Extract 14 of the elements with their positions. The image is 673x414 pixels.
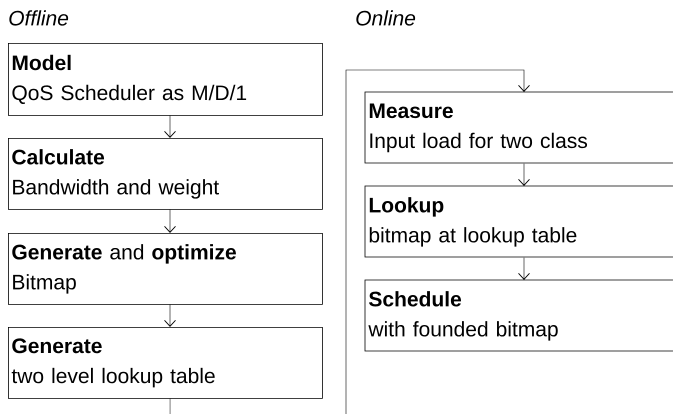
column-heading: Online [356,10,416,26]
arrow [518,258,530,280]
process-box: Calculate Bandwidth and weight [8,138,323,210]
arrow [346,70,530,414]
process-box: Measure Input load for two class [364,92,673,164]
process-box: Model QoS Scheduler as M/D/1 [8,43,323,116]
arrow [164,116,176,138]
process-box: Lookup bitmap at lookup table [364,186,673,258]
process-box: Generate two level lookup table [8,327,323,399]
process-box: Schedule with founded bitmap [364,280,673,352]
process-box: Generate and optimize Bitmap [8,232,323,305]
arrow [164,210,176,233]
arrow [164,304,176,327]
arrow [518,164,530,186]
